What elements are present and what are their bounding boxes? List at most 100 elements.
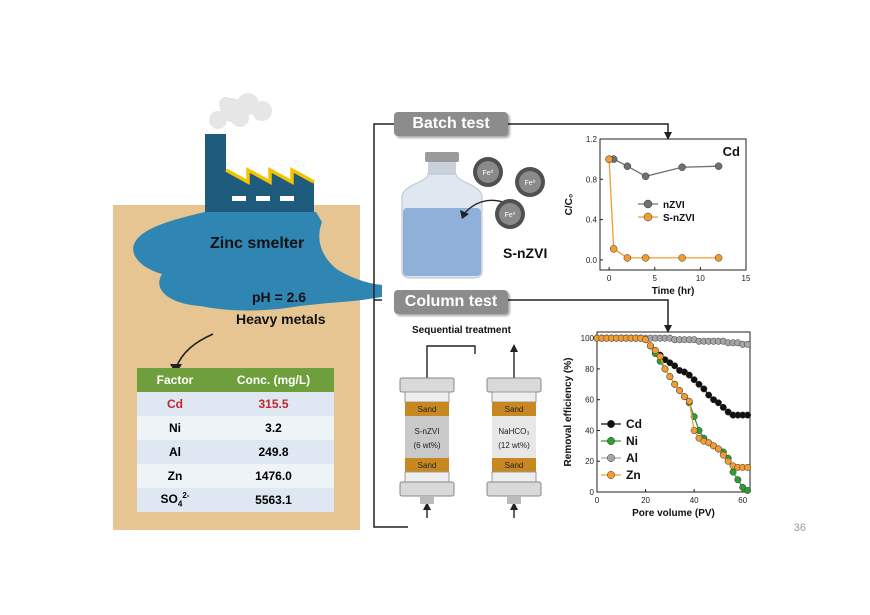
sequential-treatment-label: Sequential treatment (412, 325, 511, 336)
data-point (719, 403, 727, 411)
y-tick-label: 100 (581, 334, 595, 343)
y-tick-label: 0.0 (586, 256, 598, 265)
particle-label: Fe⁰ (525, 179, 536, 187)
column-illustration: Sand S-nZVI (6 wt%) Sand Sand NaHCO₃ (12… (399, 344, 542, 518)
data-point (661, 365, 669, 373)
series-line (597, 337, 748, 469)
data-point (729, 468, 737, 476)
sulfate-superscript: 2- (182, 491, 190, 501)
batch-test-pill: Batch test (394, 112, 508, 136)
data-point (678, 254, 686, 262)
legend-marker (607, 454, 615, 462)
y-tick-label: 0.4 (586, 216, 598, 225)
data-point (685, 397, 693, 405)
table-cell-conc: 3.2 (213, 416, 334, 440)
table-row: Al 249.8 (137, 440, 334, 464)
column1-bottom-sand: Sand (418, 461, 437, 470)
table-row: Zn 1476.0 (137, 464, 334, 488)
factory-label: Zinc smelter (210, 235, 305, 252)
data-point (641, 172, 650, 181)
y-tick-label: 1.2 (586, 135, 598, 144)
y-tick-label: 60 (585, 396, 594, 405)
y-axis-label: Removal efficiency (%) (563, 358, 574, 467)
data-point (705, 439, 713, 447)
data-point (685, 371, 693, 379)
x-tick-label: 0 (607, 274, 612, 283)
data-point (676, 387, 684, 394)
treatment-column-2 (486, 377, 542, 504)
data-point (695, 380, 703, 388)
ph-label: pH = 2.6 (252, 289, 307, 305)
s-nzvi-label: S-nZVI (503, 245, 548, 261)
metals-table: Factor Conc. (mg/L) Cd 315.5 Ni 3.2 Al 2… (137, 368, 334, 512)
column-test-pill: Column test (394, 290, 508, 314)
legend-marker (607, 420, 615, 428)
data-point (714, 162, 723, 170)
data-point (705, 391, 713, 399)
data-point (700, 385, 708, 393)
data-point (690, 427, 698, 434)
data-point (690, 376, 698, 384)
data-point (671, 380, 679, 388)
plot-frame (596, 331, 751, 493)
y-tick-label: 0 (590, 488, 595, 497)
table-cell-factor: Al (137, 440, 213, 464)
series-line (608, 159, 719, 259)
data-point (714, 445, 722, 453)
data-point (666, 359, 674, 367)
data-point (666, 373, 674, 381)
y-tick-label: 20 (585, 457, 594, 466)
column2-media-amount: (12 wt%) (498, 441, 530, 450)
column1-top-sand: Sand (418, 405, 437, 414)
x-tick-label: 15 (742, 274, 751, 283)
legend-label: Zn (626, 468, 641, 482)
data-point (680, 393, 688, 401)
y-axis-label: C/C₀ (564, 194, 575, 216)
legend-marker (607, 471, 615, 479)
table-row: SO42- 5563.1 (137, 488, 334, 512)
table-cell-factor: Zn (137, 464, 213, 488)
data-point (609, 245, 618, 253)
data-point (714, 254, 723, 262)
x-axis-label: Time (hr) (652, 286, 695, 297)
bottle-icon (401, 152, 483, 279)
data-point (678, 163, 686, 171)
data-point (744, 340, 752, 348)
particle-label: Fe⁰ (505, 211, 516, 219)
data-point (641, 254, 650, 262)
legend-label: Cd (626, 417, 642, 431)
table-cell-conc: 1476.0 (213, 464, 334, 488)
particle-label: Fe⁰ (483, 169, 494, 177)
x-tick-label: 20 (641, 496, 650, 505)
table-cell-factor: SO42- (137, 488, 213, 512)
data-point (739, 483, 747, 491)
column2-media: NaHCO₃ (498, 427, 529, 436)
legend-marker (643, 212, 653, 222)
legend-marker (607, 437, 615, 445)
flow-connector-lines (373, 123, 669, 528)
data-point (734, 476, 742, 484)
sulfate-subscript: 4 (177, 499, 183, 509)
heavy-metals-label: Heavy metals (236, 311, 326, 327)
plot-frame (599, 138, 747, 271)
sulfate-base: SO (160, 492, 178, 507)
data-point (714, 399, 722, 407)
data-point (744, 487, 752, 494)
factory-icon (205, 134, 315, 212)
y-tick-label: 40 (585, 426, 594, 435)
x-tick-label: 5 (653, 274, 658, 283)
data-point (724, 408, 732, 416)
treatment-column-1 (399, 377, 455, 504)
data-point (651, 347, 659, 354)
table-header-factor: Factor (137, 368, 213, 392)
column1-media-amount: (6 wt%) (413, 441, 440, 450)
data-point (744, 411, 752, 419)
polluted-water (133, 212, 382, 311)
batch-illustration: Fe⁰ Fe⁰ Fe⁰ (401, 152, 545, 279)
x-tick-label: 10 (696, 274, 705, 283)
table-cell-conc: 249.8 (213, 440, 334, 464)
table-header-conc: Conc. (mg/L) (213, 368, 334, 392)
data-point (671, 362, 679, 370)
